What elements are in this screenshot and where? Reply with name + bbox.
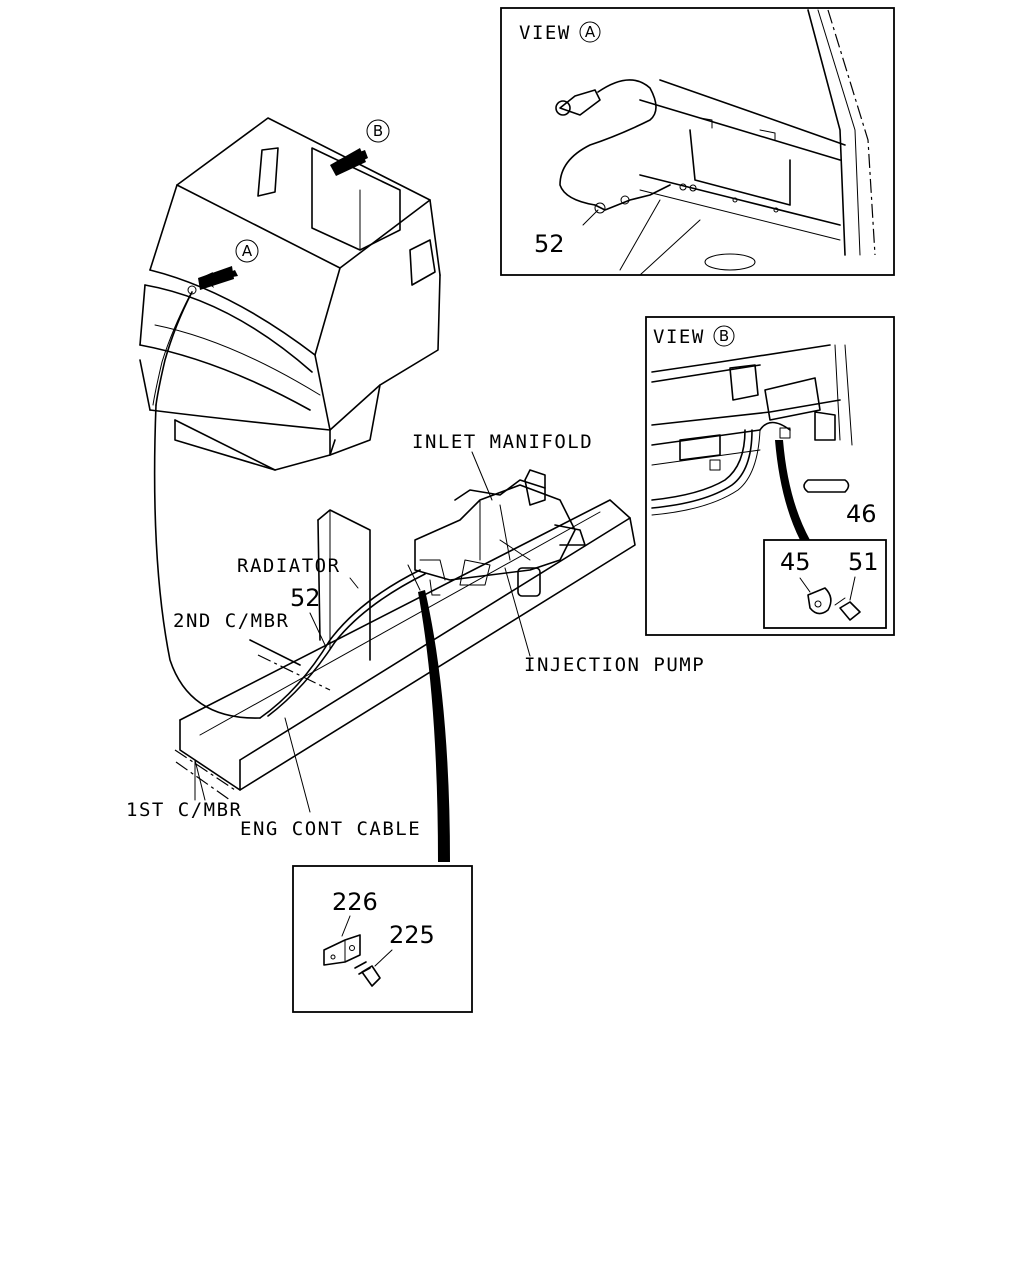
- marker-a-cab-letter: A: [242, 242, 253, 260]
- view-b-panel: VIEW B 46 45 51: [645, 316, 895, 636]
- part-number-bracket-bolt: 225: [389, 921, 435, 949]
- bracket-detail-panel: 226 225: [292, 865, 473, 1013]
- bracket-bolt-icon: [354, 961, 381, 987]
- bracket-icon: [323, 934, 361, 966]
- label-first-cross-member: 1ST C/MBR: [126, 799, 242, 821]
- label-radiator: RADIATOR: [237, 555, 341, 577]
- part-number-bracket: 226: [332, 888, 378, 916]
- engine-assembly: [407, 469, 586, 597]
- chassis-frame: [174, 499, 636, 801]
- detail-pointer-to-bracket: [418, 590, 450, 862]
- marker-b-cab: B: [366, 119, 390, 143]
- view-a-arrow-icon: [198, 266, 238, 290]
- view-a-title: VIEW: [519, 22, 571, 44]
- part-number-clip-bolt: 51: [848, 548, 879, 576]
- part-number-pin: 46: [846, 500, 877, 528]
- view-a-panel: VIEW A 52: [500, 7, 895, 276]
- marker-a-cab: A: [235, 239, 259, 263]
- leader-lines: [194, 451, 531, 813]
- truck-cab: [139, 117, 441, 471]
- view-b-title: VIEW: [653, 326, 705, 348]
- clip-bolt-icon: [834, 597, 861, 621]
- view-b-arrow-icon: [330, 148, 368, 176]
- engine-control-cable-route: [152, 285, 426, 719]
- part-number-cable-main: 52: [290, 584, 321, 612]
- label-second-cross-member: 2ND C/MBR: [173, 610, 289, 632]
- view-b-marker: B: [719, 327, 729, 345]
- view-a-marker: A: [585, 23, 596, 41]
- part-number-cable-view-a: 52: [534, 230, 565, 258]
- marker-b-cab-letter: B: [373, 122, 383, 140]
- clip-icon: [807, 587, 832, 615]
- label-injection-pump: INJECTION PUMP: [524, 654, 705, 676]
- label-engine-control-cable: ENG CONT CABLE: [240, 818, 421, 840]
- label-inlet-manifold: INLET MANIFOLD: [412, 431, 593, 453]
- part-number-clip: 45: [780, 548, 811, 576]
